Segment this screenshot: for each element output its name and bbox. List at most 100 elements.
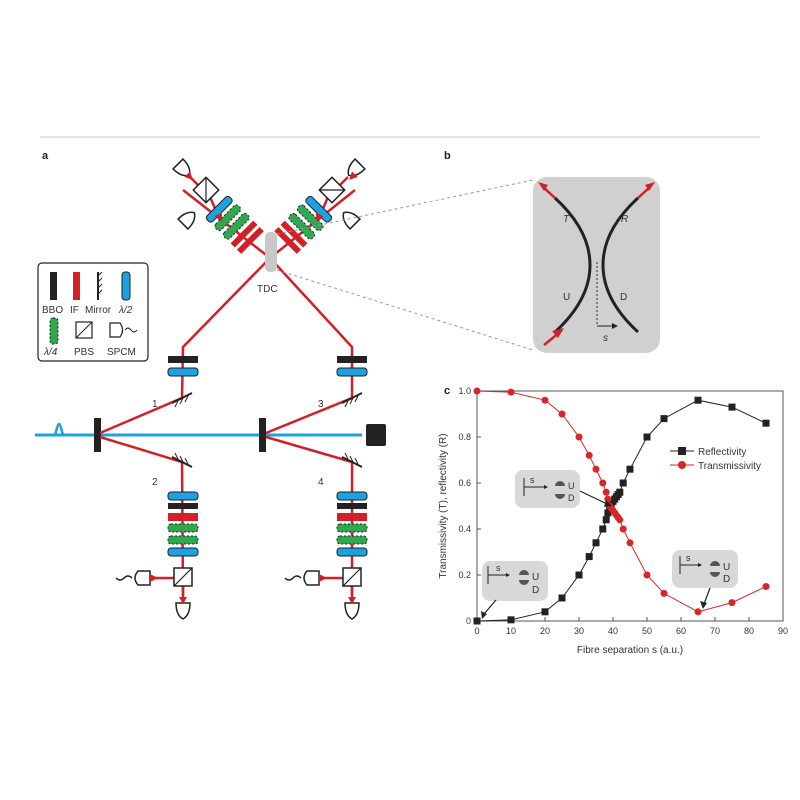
spcm-icon <box>347 157 367 177</box>
label-d: D <box>620 292 627 303</box>
legend-transmissivity: Transmissivity <box>698 461 761 472</box>
data-point-transmissivity <box>626 539 634 547</box>
x-axis-label: Fibre separation s (a.u.) <box>577 645 683 656</box>
x-tick-label: 50 <box>642 626 652 636</box>
upper-left-optics <box>205 195 264 254</box>
x-tick-label: 40 <box>608 626 618 636</box>
setup-diagram: 1 2 3 4 <box>35 157 386 620</box>
mirror-2 <box>171 452 193 468</box>
half-wave-icon <box>121 271 131 301</box>
x-tick-label: 30 <box>574 626 584 636</box>
chart-legend: Reflectivity Transmissivity <box>670 447 761 472</box>
data-point-reflectivity <box>558 594 566 602</box>
x-tick-label: 80 <box>744 626 754 636</box>
x-tick-label: 60 <box>676 626 686 636</box>
upper-arm-optics <box>167 356 368 377</box>
data-point-transmissivity <box>660 589 668 597</box>
data-point-reflectivity <box>619 479 627 487</box>
inset-2-u: U <box>532 572 539 583</box>
data-point-transmissivity <box>575 433 583 441</box>
data-point-transmissivity <box>619 525 627 533</box>
spcm-icon <box>344 602 360 620</box>
mirror-label-3: 3 <box>318 399 324 410</box>
data-point-transmissivity <box>541 396 549 404</box>
mirror-label-2: 2 <box>152 477 158 488</box>
inset-1-u: U <box>568 481 575 491</box>
data-point-transmissivity <box>602 488 610 496</box>
data-point-reflectivity <box>592 539 600 547</box>
legend-mirror: Mirror <box>85 305 112 316</box>
legend-spcm: SPCM <box>107 347 136 358</box>
fibre-left <box>553 196 592 334</box>
data-point-transmissivity <box>694 608 702 616</box>
pbs-lower-right <box>342 567 362 587</box>
legend-box: BBO IF Mirror λ/2 λ/4 PBS SPCM <box>37 262 149 362</box>
y-tick-label: 0.2 <box>458 570 471 580</box>
bbo-icon <box>50 272 57 300</box>
inset-1: s U D <box>515 470 580 508</box>
data-point-reflectivity <box>604 509 612 517</box>
tdc-coupler <box>265 232 277 272</box>
mirror-4 <box>341 452 363 468</box>
data-point-transmissivity <box>599 479 607 487</box>
legend-reflectivity: Reflectivity <box>698 447 746 458</box>
inset-1-pointer <box>579 490 608 505</box>
data-point-reflectivity <box>575 571 583 579</box>
spcm-icon <box>342 211 362 231</box>
legend-if: IF <box>70 305 79 316</box>
fibre-right <box>601 196 640 334</box>
spcm-lower <box>115 570 360 620</box>
x-tick-label: 20 <box>540 626 550 636</box>
data-point-reflectivity <box>643 433 651 441</box>
x-tick-label: 90 <box>778 626 788 636</box>
mirror-3 <box>341 392 363 408</box>
data-point-transmissivity <box>473 387 481 395</box>
data-point-reflectivity <box>616 488 624 496</box>
data-point-transmissivity <box>507 388 515 396</box>
bbo-crystal-1 <box>94 418 101 452</box>
beam-dump <box>366 424 386 446</box>
data-point-reflectivity <box>660 415 668 423</box>
y-tick-label: 0.4 <box>458 524 471 534</box>
pbs-upper-right <box>318 176 346 204</box>
pump-pulse <box>50 422 70 437</box>
inset-3-pointer <box>703 587 711 605</box>
mirrors <box>171 392 363 468</box>
label-s: s <box>603 333 608 344</box>
data-point-reflectivity <box>626 465 634 473</box>
mirror-icon <box>97 271 103 300</box>
legend-pbs: PBS <box>74 347 94 358</box>
data-point-reflectivity <box>507 616 515 624</box>
panel-letter-b: b <box>444 150 451 162</box>
data-point-transmissivity <box>616 516 624 524</box>
if-icon <box>73 272 80 300</box>
inset-3-s: s <box>686 553 691 563</box>
zoom-line-top <box>276 179 534 235</box>
spcm-legend-icon <box>109 322 138 338</box>
lower-arm-optics-right <box>336 491 368 557</box>
y-tick-label: 1.0 <box>458 386 471 396</box>
inset-1-d: D <box>568 493 575 503</box>
spcm-icon <box>176 211 196 231</box>
label-u: U <box>563 292 570 303</box>
data-point-transmissivity <box>585 451 593 459</box>
data-point-reflectivity <box>694 396 702 404</box>
y-tick-label: 0.6 <box>458 478 471 488</box>
data-point-reflectivity <box>473 617 481 625</box>
x-tick-label: 0 <box>474 626 479 636</box>
pbs-icon <box>75 321 93 339</box>
inset-2-d: D <box>532 585 539 596</box>
inset-2-pointer <box>483 599 497 615</box>
photon-paths <box>99 176 356 602</box>
y-axis: 00.20.40.60.81.0 <box>458 386 481 626</box>
legend-bbo: BBO <box>42 305 63 316</box>
lower-arm-optics-left <box>167 491 199 557</box>
inset-3-u: U <box>723 562 730 573</box>
pbs-upper-left <box>192 176 220 204</box>
inset-2: s U D <box>482 561 548 601</box>
path-3 <box>265 189 356 435</box>
inset-2-s: s <box>496 563 501 573</box>
